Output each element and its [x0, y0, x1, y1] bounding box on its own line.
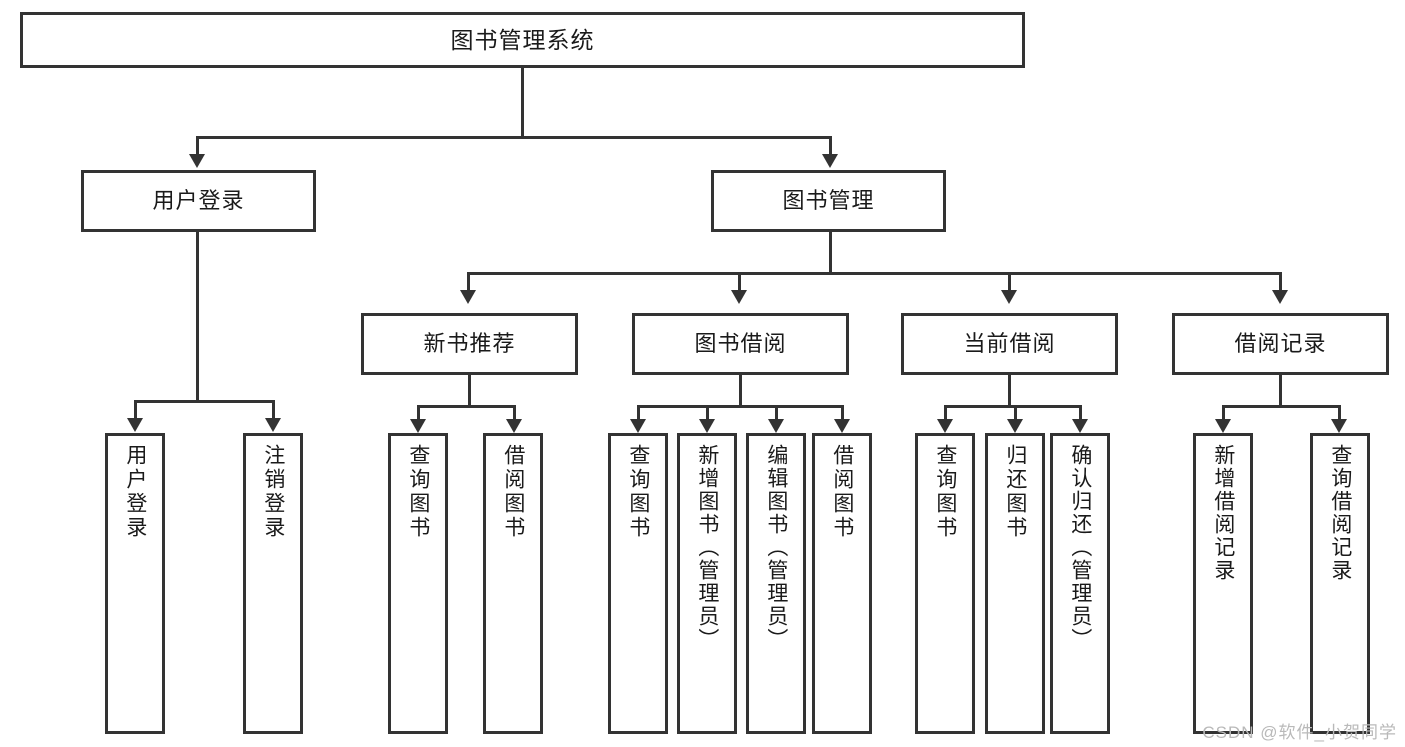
node-book-manage-label: 图书管理: [782, 188, 875, 214]
connector-cb-to-leaf1: [944, 405, 947, 421]
node-leaf-add-record[interactable]: 新增借阅记录: [1193, 433, 1253, 734]
arrow-br-to-leaf2: [1331, 419, 1347, 433]
node-leaf-query-record[interactable]: 查询借阅记录: [1310, 433, 1370, 734]
node-leaf-edit-book-label: 编辑图书（管理员）: [764, 444, 788, 651]
watermark: CSDN @软件_小贺同学: [1202, 723, 1397, 742]
connector-book-manage-bus: [467, 272, 1279, 275]
node-leaf-logout-login[interactable]: 注销登录: [243, 433, 303, 734]
connector-bb-bus: [637, 405, 843, 408]
node-root[interactable]: 图书管理系统: [20, 12, 1025, 68]
node-leaf-confirm-return-label: 确认归还（管理员）: [1068, 444, 1092, 651]
arrow-bm-to-current-borrow: [1001, 290, 1017, 304]
connector-bb-to-leaf3: [775, 405, 778, 421]
node-current-borrow[interactable]: 当前借阅: [901, 313, 1118, 375]
connector-bm-to-new-book-rec: [467, 272, 470, 292]
node-leaf-query-record-label: 查询借阅记录: [1328, 444, 1352, 582]
connector-cb-bus: [944, 405, 1080, 408]
connector-user-login-bus: [134, 400, 272, 403]
arrow-nbr-to-leaf2: [506, 419, 522, 433]
connector-root-stem: [521, 68, 524, 138]
arrow-br-to-leaf1: [1215, 419, 1231, 433]
arrow-bb-to-leaf1: [630, 419, 646, 433]
arrow-bb-to-leaf3: [768, 419, 784, 433]
connector-nbr-stem: [468, 375, 471, 407]
node-user-login[interactable]: 用户登录: [81, 170, 316, 232]
node-leaf-add-book[interactable]: 新增图书（管理员）: [677, 433, 737, 734]
node-leaf-query-book-3[interactable]: 查询图书: [915, 433, 975, 734]
node-new-book-rec[interactable]: 新书推荐: [361, 313, 578, 375]
node-leaf-confirm-return[interactable]: 确认归还（管理员）: [1050, 433, 1110, 734]
node-leaf-query-book-1[interactable]: 查询图书: [388, 433, 448, 734]
arrow-nbr-to-leaf1: [410, 419, 426, 433]
connector-nbr-to-leaf2: [513, 405, 516, 421]
connector-cb-to-leaf2: [1014, 405, 1017, 421]
node-book-borrow-label: 图书借阅: [694, 331, 787, 357]
connector-br-to-leaf2: [1338, 405, 1341, 421]
connector-bb-stem: [739, 375, 742, 407]
connector-bm-to-book-borrow: [738, 272, 741, 292]
node-leaf-borrow-book-2[interactable]: 借阅图书: [812, 433, 872, 734]
connector-root-to-user-login: [196, 136, 199, 156]
node-leaf-query-book-3-label: 查询图书: [933, 444, 957, 540]
arrow-root-to-user-login: [189, 154, 205, 168]
connector-root-to-book-manage: [829, 136, 832, 156]
connector-book-manage-stem: [829, 232, 832, 274]
arrow-bm-to-new-book-rec: [460, 290, 476, 304]
node-leaf-borrow-book-1-label: 借阅图书: [501, 444, 525, 540]
node-leaf-return-book-label: 归还图书: [1003, 444, 1027, 540]
node-leaf-borrow-book-2-label: 借阅图书: [830, 444, 854, 540]
node-current-borrow-label: 当前借阅: [963, 331, 1056, 357]
arrow-user-login-to-leaf1: [127, 418, 143, 432]
node-borrow-record[interactable]: 借阅记录: [1172, 313, 1389, 375]
connector-nbr-bus: [417, 405, 516, 408]
arrow-cb-to-leaf1: [937, 419, 953, 433]
node-new-book-rec-label: 新书推荐: [423, 331, 516, 357]
connector-user-login-to-leaf1: [134, 400, 137, 420]
connector-br-to-leaf1: [1222, 405, 1225, 421]
arrow-bm-to-borrow-record: [1272, 290, 1288, 304]
node-book-borrow[interactable]: 图书借阅: [632, 313, 849, 375]
connector-nbr-to-leaf1: [417, 405, 420, 421]
node-root-label: 图书管理系统: [450, 26, 595, 53]
connector-cb-to-leaf3: [1079, 405, 1082, 421]
node-borrow-record-label: 借阅记录: [1234, 331, 1327, 357]
node-leaf-logout-login-label: 注销登录: [261, 444, 285, 540]
connector-br-stem: [1279, 375, 1282, 407]
connector-user-login-stem: [196, 232, 199, 402]
node-leaf-borrow-book-1[interactable]: 借阅图书: [483, 433, 543, 734]
connector-cb-stem: [1008, 375, 1011, 407]
node-leaf-query-book-1-label: 查询图书: [406, 444, 430, 540]
connector-bm-to-current-borrow: [1008, 272, 1011, 292]
connector-bb-to-leaf2: [706, 405, 709, 421]
connector-br-bus: [1222, 405, 1340, 408]
node-book-manage[interactable]: 图书管理: [711, 170, 946, 232]
arrow-cb-to-leaf3: [1072, 419, 1088, 433]
arrow-bb-to-leaf4: [834, 419, 850, 433]
connector-bb-to-leaf4: [841, 405, 844, 421]
connector-bb-to-leaf1: [637, 405, 640, 421]
node-leaf-query-book-2[interactable]: 查询图书: [608, 433, 668, 734]
node-leaf-edit-book[interactable]: 编辑图书（管理员）: [746, 433, 806, 734]
arrow-user-login-to-leaf2: [265, 418, 281, 432]
arrow-bb-to-leaf2: [699, 419, 715, 433]
arrow-cb-to-leaf2: [1007, 419, 1023, 433]
arrow-root-to-book-manage: [822, 154, 838, 168]
node-leaf-add-record-label: 新增借阅记录: [1211, 444, 1235, 582]
node-user-login-label: 用户登录: [152, 188, 245, 214]
node-leaf-add-book-label: 新增图书（管理员）: [695, 444, 719, 651]
node-leaf-user-login-label: 用户登录: [123, 444, 147, 540]
arrow-bm-to-book-borrow: [731, 290, 747, 304]
connector-user-login-to-leaf2: [272, 400, 275, 420]
node-leaf-return-book[interactable]: 归还图书: [985, 433, 1045, 734]
connector-bm-to-borrow-record: [1279, 272, 1282, 292]
node-leaf-user-login[interactable]: 用户登录: [105, 433, 165, 734]
connector-root-bus: [196, 136, 832, 139]
node-leaf-query-book-2-label: 查询图书: [626, 444, 650, 540]
